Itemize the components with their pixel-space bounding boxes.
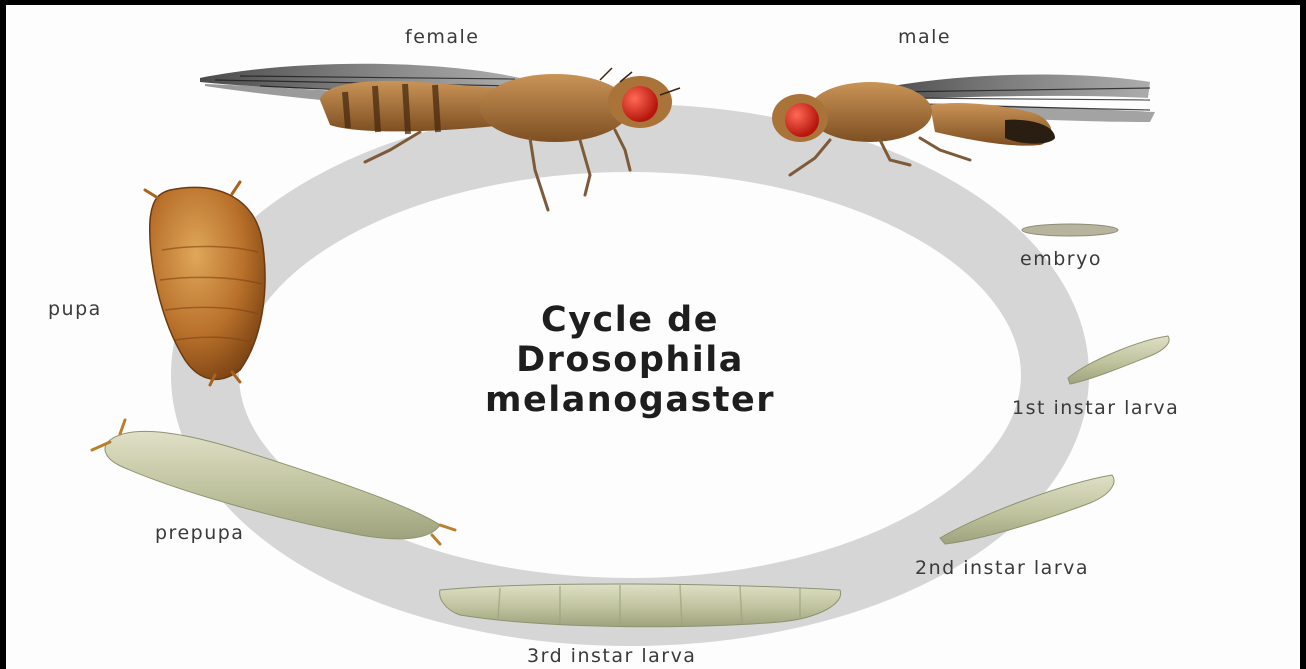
label-third-instar: 3rd instar larva (527, 645, 696, 667)
label-pupa: pupa (48, 298, 102, 320)
title-line-3: melanogaster (420, 380, 840, 420)
label-prepupa: prepupa (155, 522, 244, 544)
label-male: male (898, 26, 951, 48)
label-second-instar: 2nd instar larva (915, 557, 1089, 579)
label-female: female (405, 26, 480, 48)
female-eye (622, 86, 658, 122)
embryo (1022, 224, 1118, 236)
diagram-title: Cycle de Drosophila melanogaster (420, 300, 840, 420)
label-first-instar: 1st instar larva (1012, 397, 1179, 419)
female-thorax (480, 74, 630, 142)
title-line-1: Cycle de (420, 300, 840, 340)
title-line-2: Drosophila (420, 340, 840, 380)
label-embryo: embryo (1020, 248, 1102, 270)
male-eye (785, 103, 819, 137)
pupa-body (150, 187, 265, 379)
